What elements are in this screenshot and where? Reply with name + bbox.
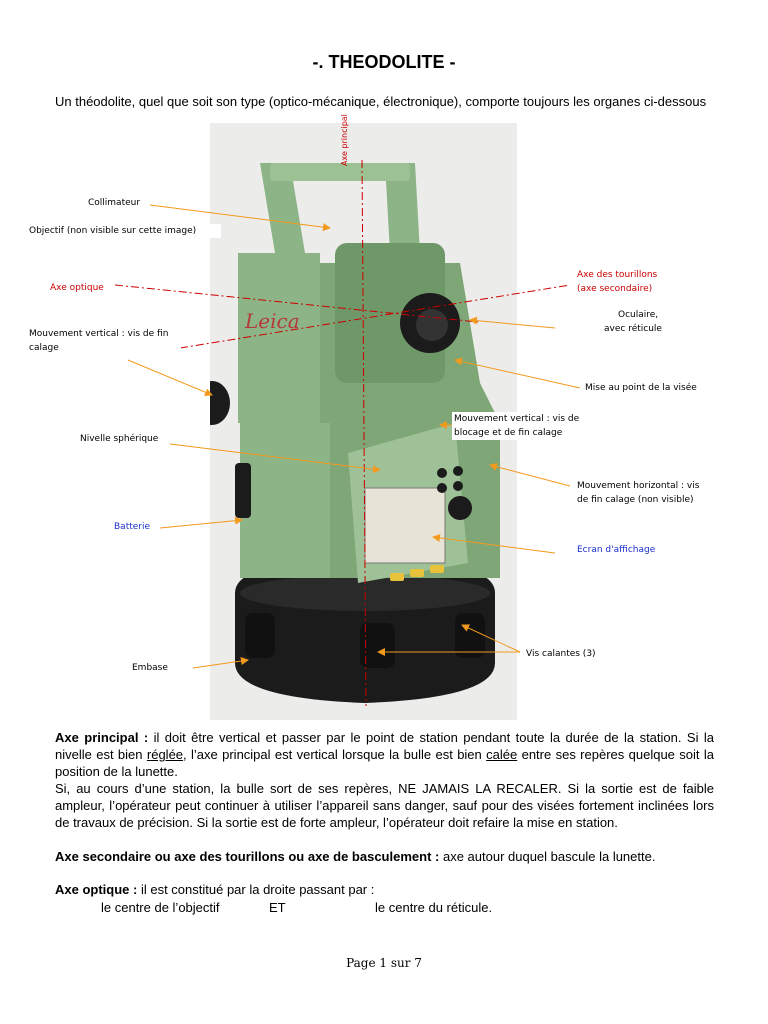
term-axe-secondaire: Axe secondaire ou axe des tourillons ou …: [55, 849, 440, 864]
page-footer: Page 1 sur 7: [346, 956, 422, 970]
p4-text: il est constitué par la droite passant p…: [137, 882, 375, 897]
label-oculaire-line1: Oculaire,: [618, 310, 659, 320]
theodolite-illustration: Leica: [194, 163, 500, 703]
paragraph-axe-optique: Axe optique : il est constitué par la dr…: [55, 881, 714, 898]
point-reticule: le centre du réticule.: [375, 900, 493, 915]
label-axe-principal: Axe principal: [340, 114, 349, 166]
label-ecran: Ecran d'affichage: [575, 543, 658, 557]
p1-text-3: entre ses repères quelque soit la positi…: [55, 747, 714, 779]
p3-text: axe autour duquel bascule la lunette.: [439, 849, 656, 864]
paragraph-axe-principal: Axe principal : il doit être vertical et…: [55, 729, 714, 780]
label-mvb-line1: Mouvement vertical : vis de: [454, 414, 580, 424]
p1-text-1: il doit être vertical et passer par le p…: [55, 730, 714, 762]
label-mouvement-vertical-fin: Mouvement vertical : vis de fin calage: [27, 327, 181, 355]
label-objectif: Objectif (non visible sur cette image): [27, 224, 221, 238]
point-et: ET: [269, 900, 286, 915]
leica-logo: Leica: [244, 309, 300, 333]
label-nivelle-spherique: Nivelle sphérique: [78, 432, 161, 446]
label-embase: Embase: [130, 661, 190, 675]
term-axe-optique: Axe optique :: [55, 882, 138, 897]
label-mh-line2: de fin calage (non visible): [577, 495, 694, 505]
label-axe-tourillons-line1: Axe des tourillons: [577, 270, 658, 280]
label-axe-optique: Axe optique: [48, 281, 106, 295]
p1-underline-calee: calée: [486, 747, 518, 762]
label-mouvement-vertical-blocage: Mouvement vertical : vis de blocage et d…: [452, 412, 596, 440]
point-objectif: le centre de l’objectif: [101, 900, 220, 915]
label-mvb-line2: blocage et de fin calage: [454, 428, 563, 438]
label-mh-line1: Mouvement horizontal : vis: [577, 481, 700, 491]
paragraph-recaler: Si, au cours d’une station, la bulle sor…: [55, 781, 714, 830]
label-oculaire-line2: avec réticule: [604, 324, 662, 334]
page-title: -. THEODOLITE -: [312, 52, 456, 72]
label-batterie: Batterie: [112, 520, 153, 534]
label-axe-tourillons: Axe des tourillons (axe secondaire): [575, 268, 660, 296]
label-collimateur: Collimateur: [86, 196, 143, 210]
theodolite-photo: Leica: [194, 123, 517, 720]
paragraph-axe-secondaire: Axe secondaire ou axe des tourillons ou …: [55, 848, 714, 865]
label-mouvement-horizontal: Mouvement horizontal : vis de fin calage…: [575, 479, 702, 507]
axe-optique-points: le centre de l’objectif ET le centre du ré…: [101, 899, 492, 916]
p1-text-2: , l’axe principal est vertical lorsque l…: [183, 747, 487, 762]
label-axe-tourillons-line2: (axe secondaire): [577, 284, 653, 294]
p1-underline-reglee: réglée: [146, 747, 184, 762]
label-vis-calantes: Vis calantes (3): [524, 647, 598, 661]
label-mise-au-point: Mise au point de la visée: [583, 381, 699, 395]
intro-text: Un théodolite, quel que soit son type (o…: [55, 94, 707, 109]
term-axe-principal: Axe principal :: [55, 730, 149, 745]
label-oculaire: Oculaire, avec réticule: [602, 308, 664, 336]
